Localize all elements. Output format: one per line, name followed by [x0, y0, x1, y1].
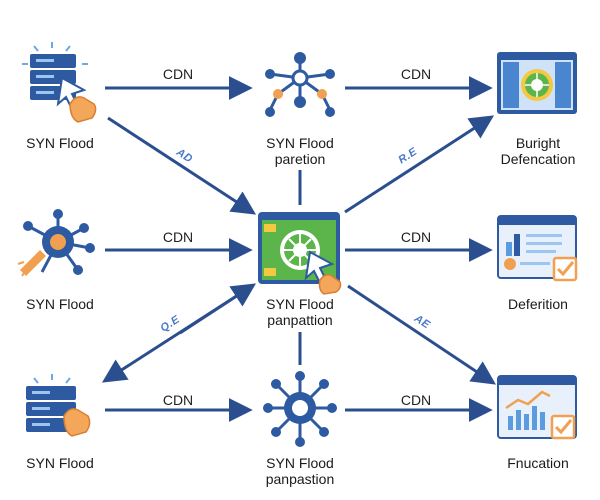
arrow-diag-ad	[107, 116, 257, 215]
arrow-diag-re	[344, 115, 495, 214]
node-label-top-left: SYN Flood	[26, 135, 94, 151]
edge-label-cdn-bot-right: CDN	[400, 392, 432, 408]
arrow-diag-ae	[347, 284, 496, 385]
server-hand-icon	[26, 374, 91, 437]
edge-label-cdn-bot-left: CDN	[162, 392, 194, 408]
node-label-bot-left: SYN Flood	[26, 455, 94, 471]
dashboard-monitor-icon	[258, 212, 342, 295]
edge-label-cdn-mid-left: CDN	[162, 229, 194, 245]
node-label-center: SYN Flood panpattion	[266, 296, 334, 328]
node-label-bot-right: Fnucation	[507, 455, 569, 471]
dashboard-window-icon	[497, 52, 577, 114]
edge-label-cdn-top-left: CDN	[162, 66, 194, 82]
report-window-icon	[497, 215, 578, 282]
network-tree-icon	[265, 52, 335, 117]
node-label-bot-center: SYN Flood panpastion	[265, 455, 335, 487]
node-label-mid-left: SYN Flood	[26, 296, 94, 312]
node-label-top-center: SYN Flood paretion	[266, 135, 334, 167]
hub-network-icon	[263, 371, 337, 447]
node-label-top-right: Buright Defencation	[500, 135, 576, 167]
analytics-window-icon	[497, 375, 577, 440]
edge-label-cdn-top-right: CDN	[400, 66, 432, 82]
server-hand-icon	[22, 42, 97, 123]
arrow-diag-qe	[101, 283, 257, 383]
node-label-mid-right: Deferition	[508, 296, 568, 312]
edge-label-cdn-mid-right: CDN	[400, 229, 432, 245]
virus-network-icon	[17, 209, 95, 277]
